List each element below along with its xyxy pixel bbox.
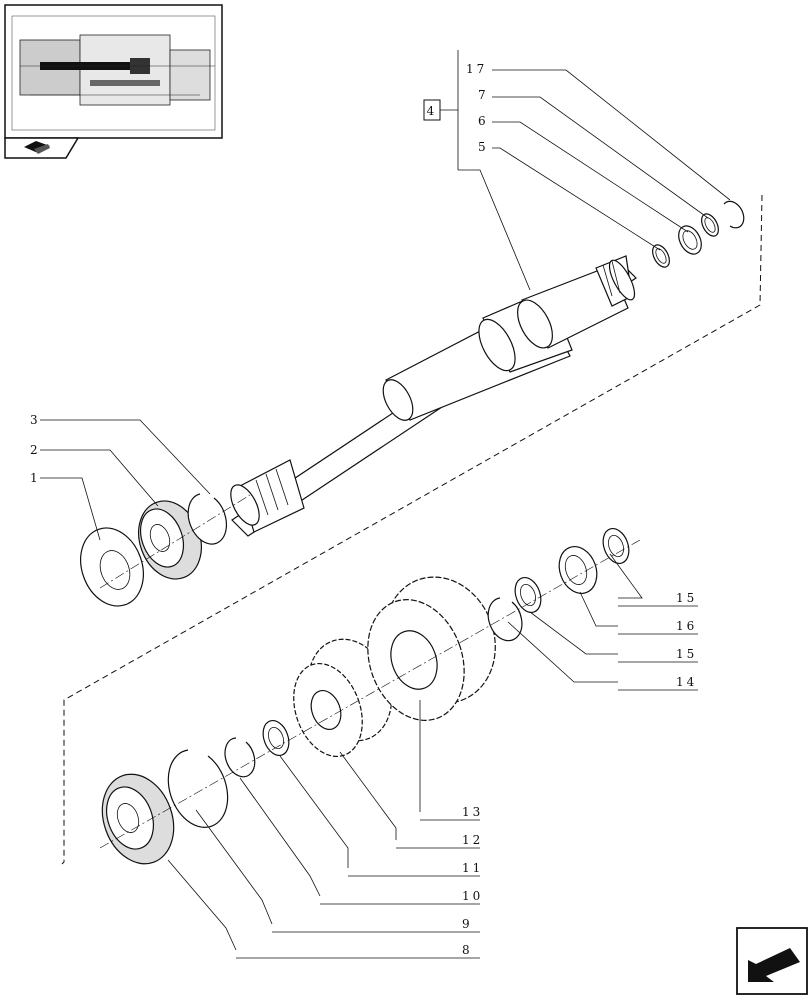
- book-arrow-icon[interactable]: [4, 137, 80, 159]
- callout-1: 1: [30, 471, 41, 485]
- part-9-circlip: [167, 749, 229, 828]
- callout-15-lower: 15: [676, 647, 697, 661]
- group-label-text: 4: [427, 104, 438, 118]
- callout-2: 2: [30, 443, 41, 457]
- part-7-ring: [701, 213, 719, 237]
- part-15-ring-upper: [602, 527, 630, 565]
- part-10-circlip: [224, 737, 256, 778]
- thumbnail-frame[interactable]: [4, 4, 223, 139]
- callout-13: 13: [462, 805, 483, 819]
- part-15-ring-lower: [514, 576, 542, 614]
- part-8-bearing: [101, 773, 175, 865]
- callout-6: 6: [478, 114, 489, 128]
- part-13-gear: [367, 576, 496, 721]
- part-1-bearing-cup: [80, 527, 144, 607]
- callout-9: 9: [462, 917, 473, 931]
- part-2-bearing: [138, 500, 202, 580]
- callout-15-upper: 15: [676, 591, 697, 605]
- callout-12: 12: [462, 833, 483, 847]
- part-16-needle-bearing: [558, 546, 598, 594]
- callout-14: 14: [676, 675, 697, 689]
- transmission-cutaway-thumbnail-icon: [19, 34, 215, 106]
- next-page-arrow-icon[interactable]: [736, 927, 808, 995]
- callout-3: 3: [30, 413, 41, 427]
- main-shaft: [230, 255, 637, 537]
- subassembly-boundary: [61, 194, 763, 865]
- callout-11: 11: [462, 861, 483, 875]
- callout-10: 10: [462, 889, 483, 903]
- part-14-circlip: [487, 597, 523, 642]
- callout-16: 16: [676, 619, 697, 633]
- callout-8: 8: [462, 943, 473, 957]
- part-5-ring: [652, 244, 670, 268]
- callout-17: 17: [466, 62, 487, 76]
- callout-7: 7: [478, 88, 489, 102]
- part-17-circlip: [723, 200, 745, 229]
- part-11-ring: [262, 719, 290, 757]
- callout-underlines: [236, 605, 698, 959]
- callout-5: 5: [478, 140, 489, 154]
- part-3-circlip: [187, 493, 227, 545]
- part-6-needle-bearing: [678, 225, 702, 255]
- leader-lines: [40, 69, 731, 951]
- group-label: 4: [423, 50, 459, 170]
